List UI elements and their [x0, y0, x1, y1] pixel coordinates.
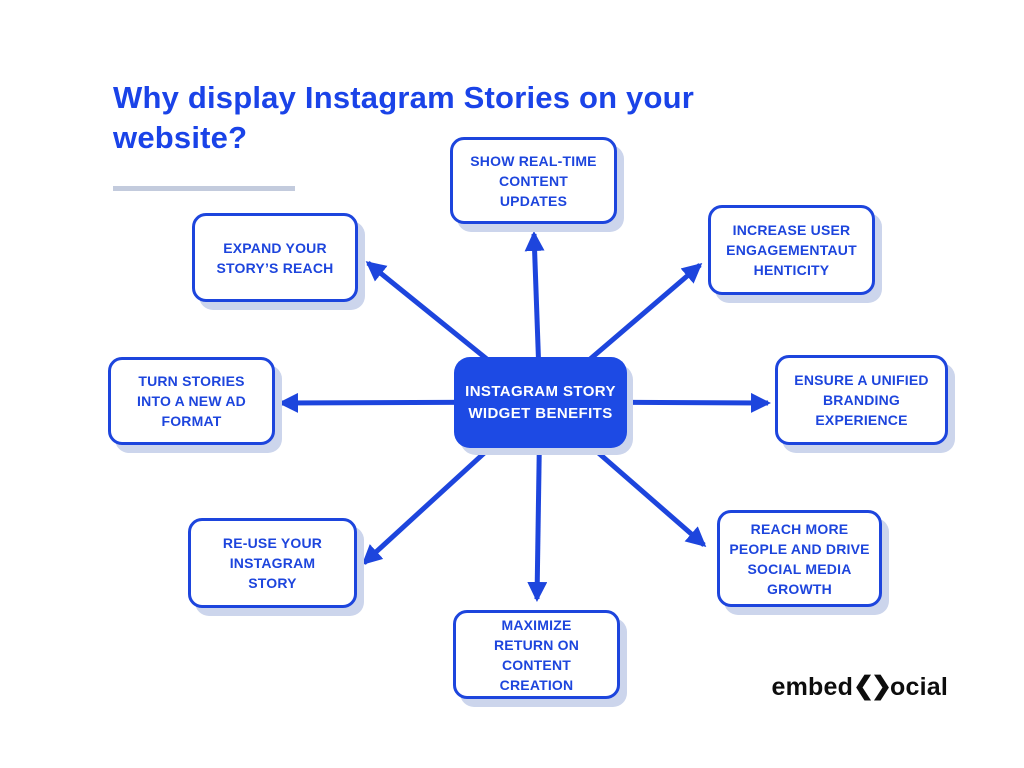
node-increase-user-engagement-authenticity: INCREASE USER ENGAGEMENTAUT HENTICITY	[708, 205, 875, 295]
embedsocial-logo: embed❮❯ocial	[772, 672, 948, 702]
node-maximize-return-on-content-creation: MAXIMIZE RETURN ON CONTENT CREATION	[453, 610, 620, 699]
logo-text-suffix: ocial	[890, 672, 948, 701]
node-label: RE-USE YOUR INSTAGRAM STORY	[222, 535, 323, 591]
node-ensure-a-unified-branding-experience: ENSURE A UNIFIED BRANDING EXPERIENCE	[775, 355, 948, 445]
node-expand-your-storys-reach: EXPAND YOUR STORY’S REACH	[192, 213, 358, 302]
node-show-real-time-content-updates: SHOW REAL-TIME CONTENT UPDATES	[450, 137, 617, 224]
node-instagram-story-widget-benefits: INSTAGRAM STORY WIDGET BENEFITS	[454, 357, 627, 448]
node-label: EXPAND YOUR STORY’S REACH	[216, 239, 334, 276]
node-label: SHOW REAL-TIME CONTENT UPDATES	[470, 152, 597, 209]
node-label: INCREASE USER ENGAGEMENTAUT HENTICITY	[726, 222, 857, 278]
node-label: ENSURE A UNIFIED BRANDING EXPERIENCE	[794, 372, 929, 428]
node-label: REACH MORE PEOPLE AND DRIVE SOCIAL MEDIA…	[729, 520, 870, 597]
center-node-label: INSTAGRAM STORY WIDGET BENEFITS	[465, 382, 616, 422]
code-brackets-icon: ❮❯	[853, 672, 892, 700]
node-label: TURN STORIES INTO A NEW AD FORMAT	[137, 373, 246, 429]
node-re-use-your-instagram-story: RE-USE YOUR INSTAGRAM STORY	[188, 518, 357, 608]
title-underline	[113, 186, 295, 191]
logo-text-prefix: embed	[771, 672, 854, 701]
node-label: MAXIMIZE RETURN ON CONTENT CREATION	[493, 616, 580, 693]
node-reach-more-people-social-growth: REACH MORE PEOPLE AND DRIVE SOCIAL MEDIA…	[717, 510, 882, 607]
page-title: Why display Instagram Stories on your we…	[113, 80, 695, 155]
node-turn-stories-into-a-new-ad-format: TURN STORIES INTO A NEW AD FORMAT	[108, 357, 275, 445]
